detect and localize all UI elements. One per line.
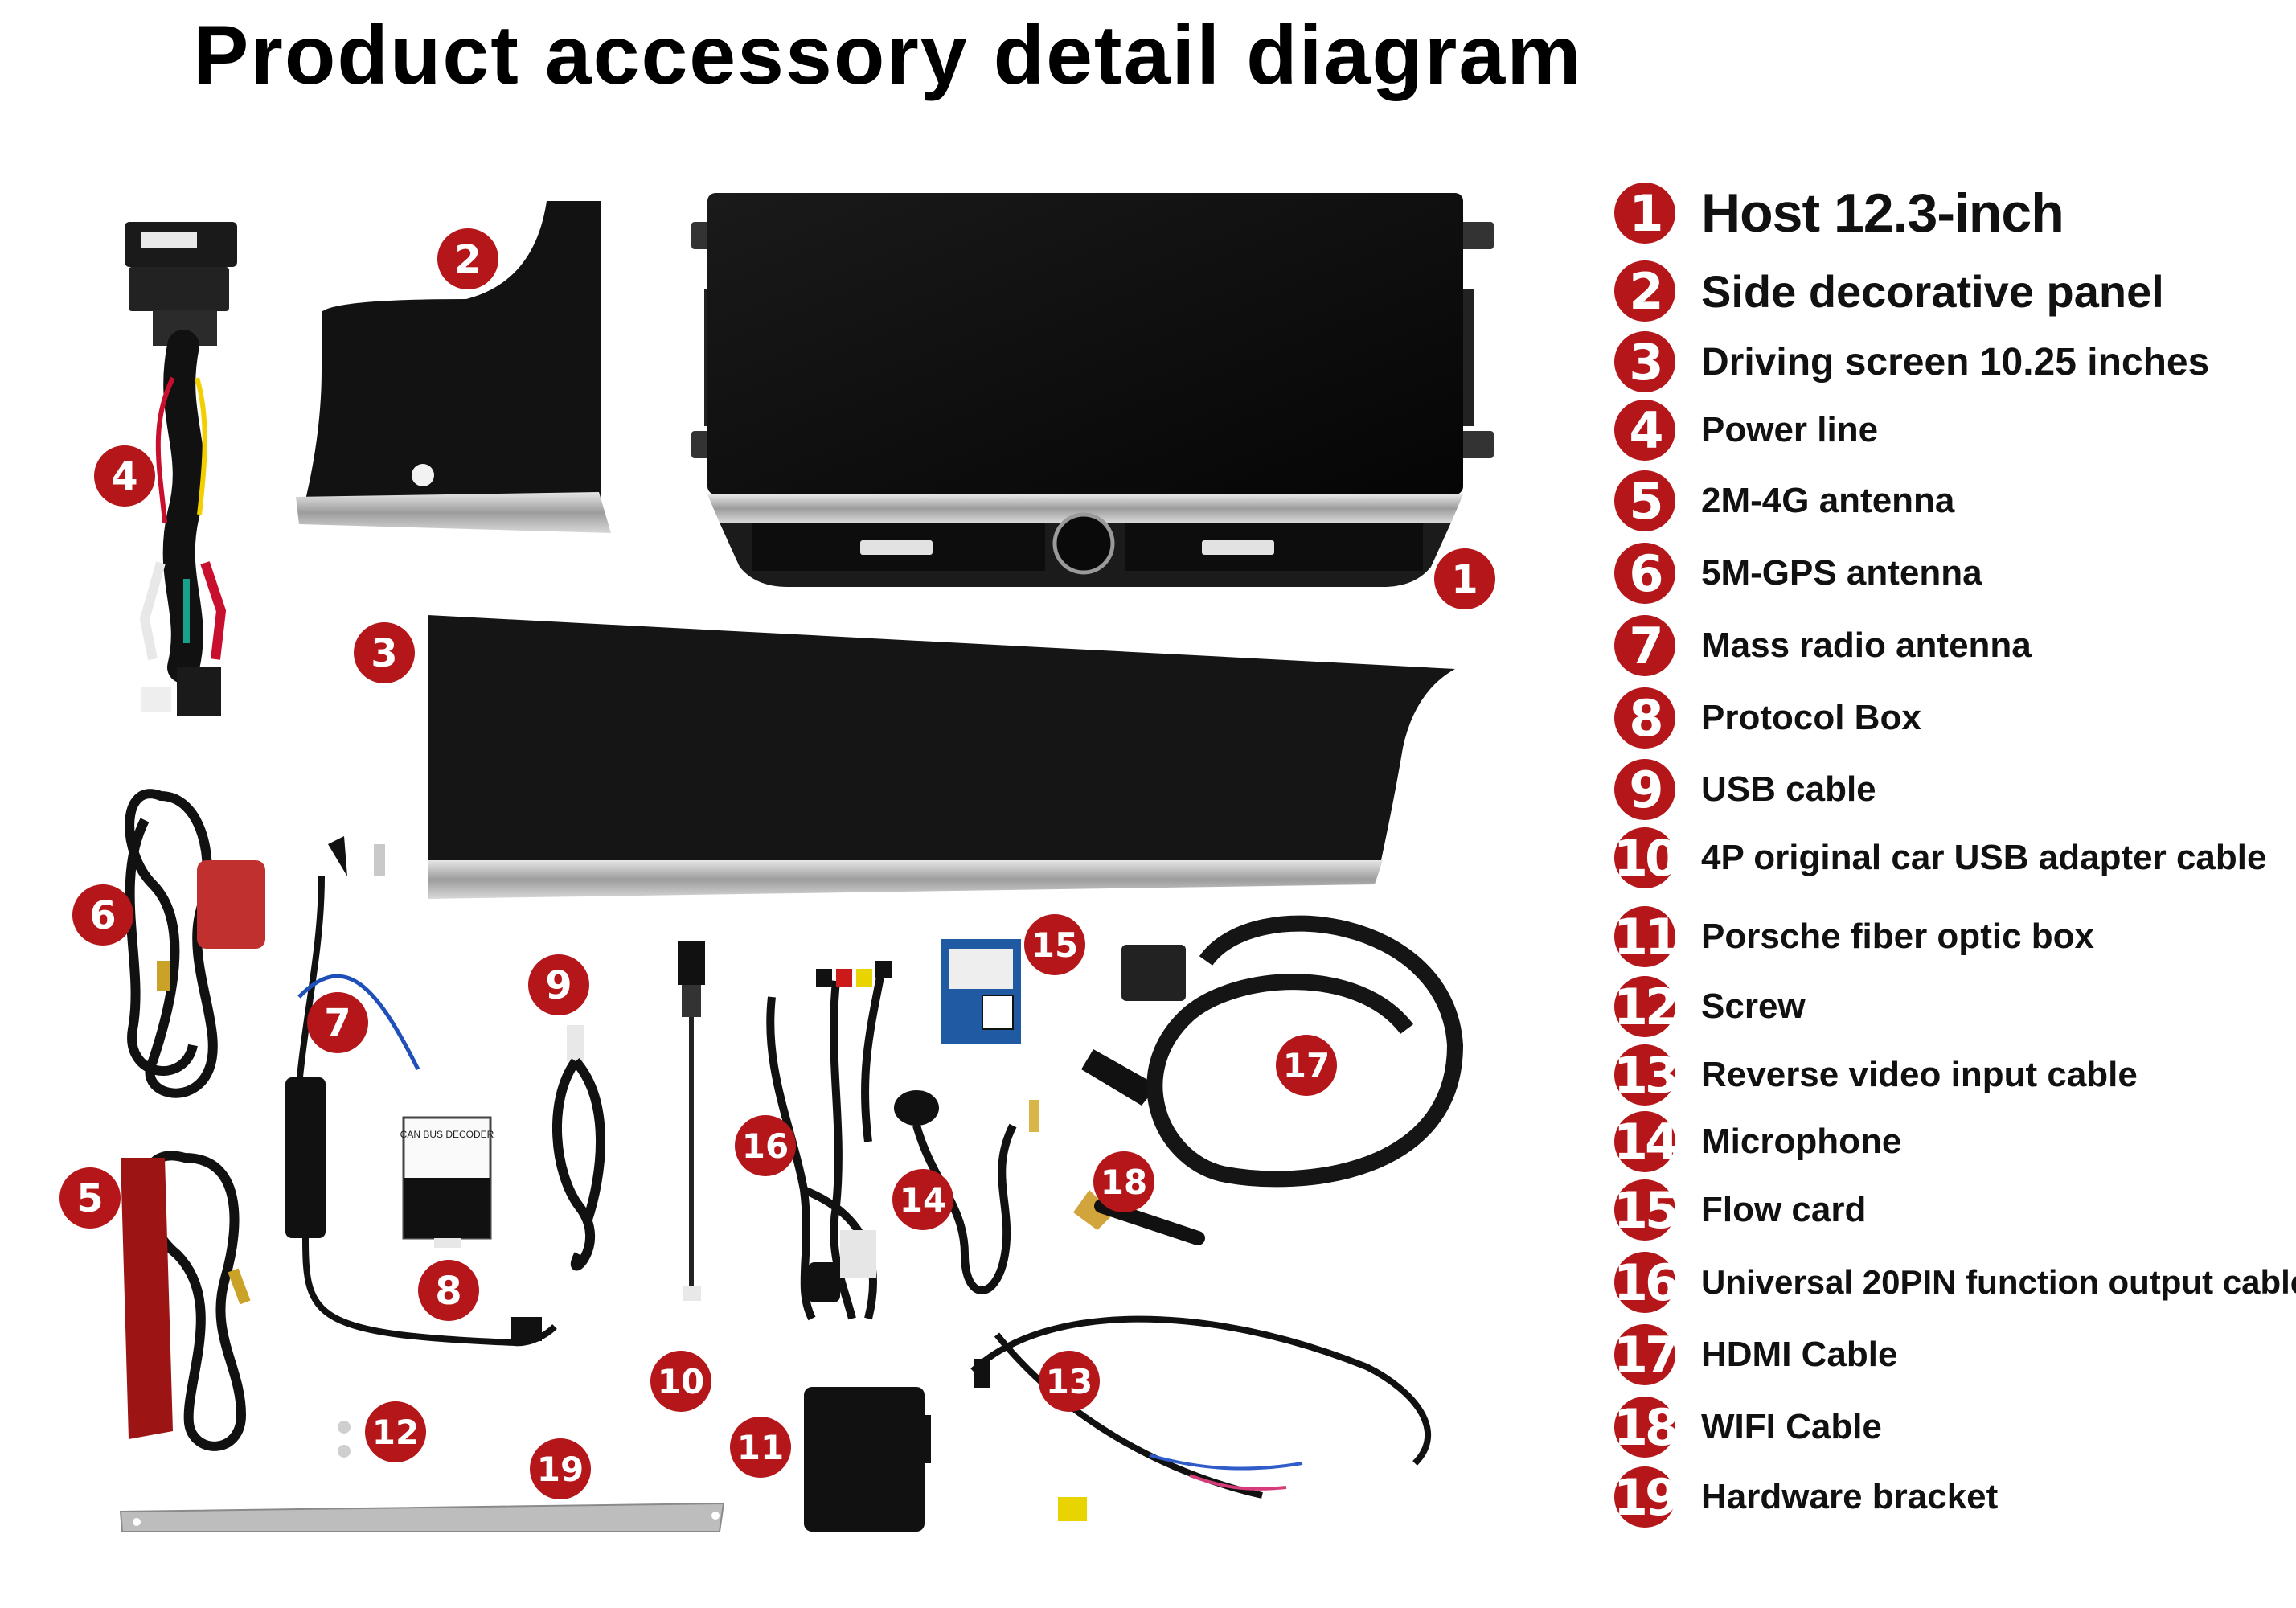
svg-text:10: 10 xyxy=(658,1362,704,1401)
badge-1: 1 xyxy=(1434,548,1495,609)
badge-19: 19 xyxy=(530,1438,591,1499)
badge-15: 15 xyxy=(1024,914,1085,975)
badge-16: 16 xyxy=(735,1115,796,1176)
svg-text:14: 14 xyxy=(900,1180,946,1220)
svg-text:9: 9 xyxy=(545,963,572,1008)
badge-5: 5 xyxy=(59,1167,121,1229)
badge-11: 11 xyxy=(730,1417,791,1478)
svg-text:18: 18 xyxy=(1101,1163,1147,1202)
reverse-video-cable xyxy=(970,1315,1432,1521)
screws xyxy=(338,1421,351,1458)
badge-12: 12 xyxy=(365,1401,426,1462)
side-decorative-panel xyxy=(296,201,611,533)
badge-6: 6 xyxy=(72,884,133,946)
badge-4: 4 xyxy=(94,445,155,507)
driving-screen-10-25-inch xyxy=(428,615,1455,899)
gps-antenna xyxy=(125,789,265,1098)
svg-text:6: 6 xyxy=(89,893,116,938)
diagram-badges: 1 2 3 4 5 6 7 8 9 10 11 12 13 14 15 16 1… xyxy=(59,228,1495,1499)
can-bus-decoder-box: CAN BUS DECODER xyxy=(400,1116,494,1248)
decoder-label: CAN BUS DECODER xyxy=(400,1129,494,1140)
svg-text:11: 11 xyxy=(737,1428,784,1467)
svg-text:1: 1 xyxy=(1451,557,1478,602)
usb-adapter-cable xyxy=(678,941,705,1301)
20pin-function-cable xyxy=(766,961,892,1321)
badge-2: 2 xyxy=(437,228,498,289)
svg-text:17: 17 xyxy=(1283,1046,1330,1085)
badge-3: 3 xyxy=(354,622,415,683)
svg-text:15: 15 xyxy=(1031,925,1078,965)
power-line-harness xyxy=(125,222,237,716)
badge-17: 17 xyxy=(1276,1035,1337,1096)
svg-text:16: 16 xyxy=(742,1126,789,1166)
svg-text:2: 2 xyxy=(454,237,481,282)
badge-8: 8 xyxy=(418,1260,479,1321)
svg-text:3: 3 xyxy=(371,631,397,676)
usb-cable xyxy=(552,1025,605,1271)
svg-text:7: 7 xyxy=(324,1001,351,1046)
badge-13: 13 xyxy=(1039,1351,1100,1412)
badge-14: 14 xyxy=(892,1169,953,1230)
svg-text:4: 4 xyxy=(111,454,137,499)
radio-antenna xyxy=(285,836,557,1347)
badge-10: 10 xyxy=(650,1351,711,1412)
svg-text:8: 8 xyxy=(435,1269,461,1314)
badge-18: 18 xyxy=(1093,1151,1154,1212)
svg-text:19: 19 xyxy=(537,1450,584,1489)
hdmi-cable xyxy=(1081,915,1464,1188)
badge-9: 9 xyxy=(528,954,589,1015)
svg-text:13: 13 xyxy=(1046,1362,1093,1401)
host-unit-12-3-inch xyxy=(691,193,1494,587)
4g-antenna xyxy=(121,1151,251,1451)
svg-text:5: 5 xyxy=(76,1176,103,1221)
badge-7: 7 xyxy=(307,992,368,1053)
hardware-bracket xyxy=(119,1502,725,1532)
page-title: Product accessory detail diagram xyxy=(193,9,1583,102)
flow-card-sim xyxy=(941,939,1021,1044)
svg-text:12: 12 xyxy=(372,1413,419,1452)
fiber-optic-box xyxy=(804,1387,931,1532)
